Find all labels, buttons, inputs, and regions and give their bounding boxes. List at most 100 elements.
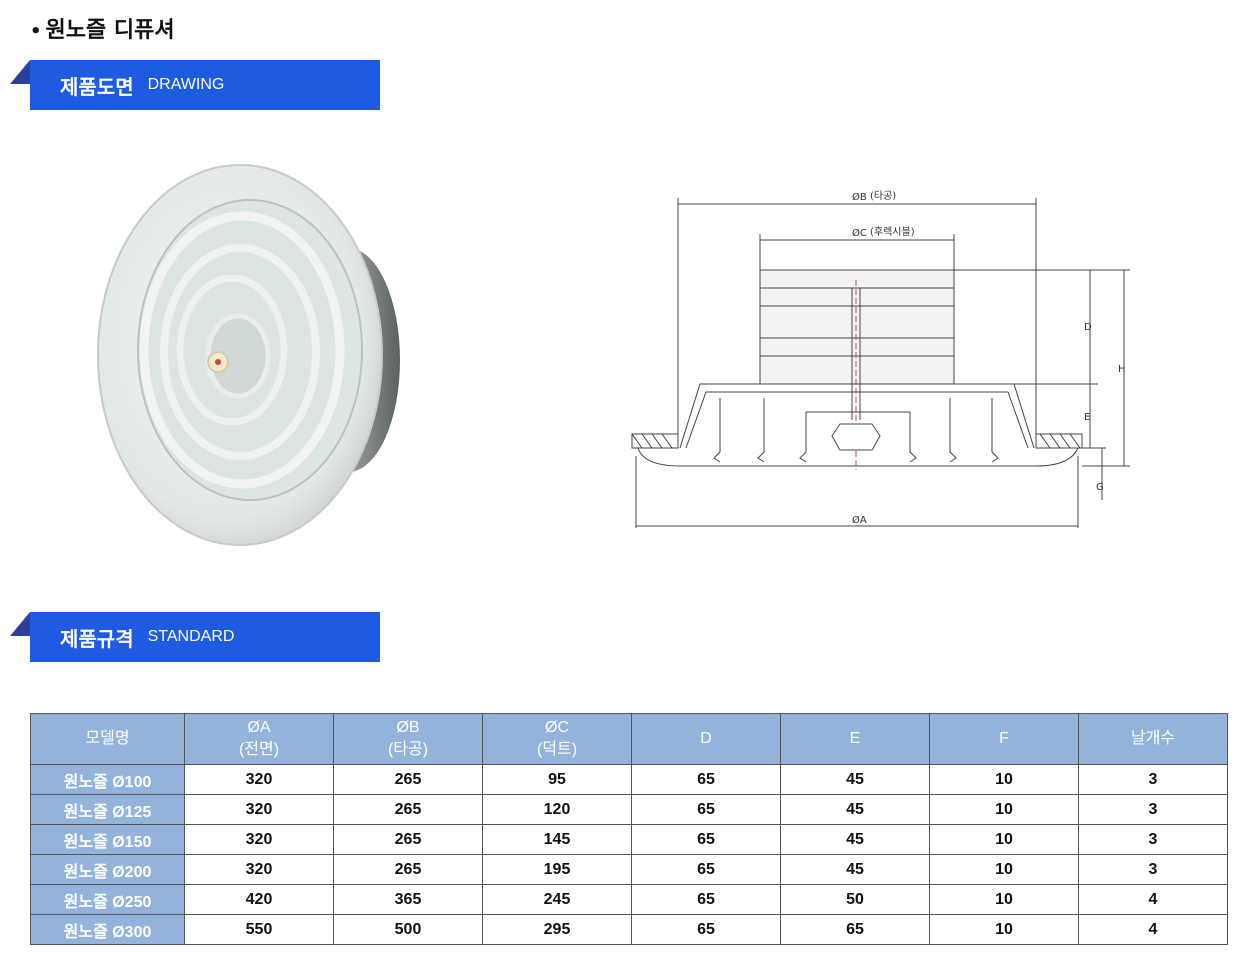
table-cell: 500 — [333, 914, 483, 945]
section-title-en: STANDARD — [147, 628, 235, 645]
table-cell: 65 — [780, 914, 930, 945]
table-cell: 50 — [780, 884, 930, 915]
column-header-label: F — [999, 730, 1009, 747]
table-cell: 320 — [184, 854, 334, 885]
column-header-label: 날개수 — [1130, 730, 1176, 747]
model-name-cell: 원노즐 Ø150 — [30, 824, 185, 855]
dim-note-b: (타공) — [870, 190, 896, 202]
table-cell: 3 — [1078, 764, 1228, 795]
dim-label-h: H — [1118, 364, 1126, 375]
section-tab-standard: 제품규격 STANDARD — [10, 612, 380, 662]
section-title-ko: 제품규격 — [60, 626, 134, 651]
table-cell: 295 — [482, 914, 632, 945]
column-header: E — [780, 713, 930, 765]
table-cell: 65 — [631, 794, 781, 825]
title-text: 원노즐 디퓨셔 — [45, 18, 175, 43]
table-cell: 365 — [333, 884, 483, 915]
table-header-row: 모델명 ØA (전면) ØB (타공) ØC (덕트) D E F 날개수 — [30, 713, 1228, 765]
table-cell: 65 — [631, 884, 781, 915]
tab-fold-decoration — [10, 60, 30, 84]
table-cell: 120 — [482, 794, 632, 825]
center-hub — [205, 313, 271, 399]
table-cell: 10 — [929, 764, 1079, 795]
column-header-label: ØA — [247, 719, 271, 736]
ring-2 — [160, 244, 320, 460]
dim-label-e: E — [1084, 412, 1090, 423]
table-cell: 265 — [333, 854, 483, 885]
table-cell: 4 — [1078, 884, 1228, 915]
table-cell: 265 — [333, 824, 483, 855]
column-header-note: (덕트) — [536, 741, 578, 758]
table-cell: 245 — [482, 884, 632, 915]
table-cell: 65 — [631, 854, 781, 885]
table-cell: 195 — [482, 854, 632, 885]
column-header-label: ØB — [396, 719, 420, 736]
table-cell: 45 — [780, 764, 930, 795]
model-name-cell: 원노즐 Ø125 — [30, 794, 185, 825]
column-header-label: E — [849, 730, 861, 747]
table-cell: 65 — [631, 914, 781, 945]
table-cell: 320 — [184, 824, 334, 855]
column-header-label: ØC — [545, 719, 569, 736]
table-cell: 320 — [184, 764, 334, 795]
dim-label-d: D — [1084, 322, 1092, 333]
table-cell: 10 — [929, 884, 1079, 915]
table-cell: 3 — [1078, 854, 1228, 885]
dim-label-b: ØB — [852, 191, 867, 203]
table-cell: 45 — [780, 854, 930, 885]
table-cell: 65 — [631, 764, 781, 795]
column-header: ØB (타공) — [333, 713, 483, 765]
section-title-ko: 제품도면 — [60, 74, 134, 99]
technical-drawing: ØB (타공) ØC (후렉시블) ØA D E H G — [631, 190, 1130, 528]
table-cell: 45 — [780, 824, 930, 855]
column-header-note: (타공) — [387, 741, 429, 758]
section-title-en: DRAWING — [147, 76, 225, 93]
column-header: 모델명 — [30, 713, 185, 765]
column-header: D — [631, 713, 781, 765]
ring-3 — [176, 274, 288, 426]
table-cell: 45 — [780, 794, 930, 825]
title-bullet: • — [30, 21, 42, 42]
table-cell: 10 — [929, 794, 1079, 825]
dim-label-g: G — [1096, 482, 1104, 493]
model-name-cell: 원노즐 Ø100 — [30, 764, 185, 795]
model-name-cell: 원노즐 Ø300 — [30, 914, 185, 945]
table-cell: 420 — [184, 884, 334, 915]
table-cell: 265 — [333, 794, 483, 825]
table-cell: 10 — [929, 824, 1079, 855]
column-header: F — [929, 713, 1079, 765]
table-cell: 145 — [482, 824, 632, 855]
table-cell: 4 — [1078, 914, 1228, 945]
page-title: •원노즐 디퓨셔 — [30, 12, 175, 44]
table-cell: 320 — [184, 794, 334, 825]
column-header: ØA (전면) — [184, 713, 334, 765]
tab-fold-decoration — [10, 612, 30, 636]
table-cell: 95 — [482, 764, 632, 795]
product-photo — [97, 164, 400, 546]
table-cell: 265 — [333, 764, 483, 795]
column-header: 날개수 — [1078, 713, 1228, 765]
table-cell: 65 — [631, 824, 781, 855]
model-name-cell: 원노즐 Ø200 — [30, 854, 185, 885]
table-cell: 3 — [1078, 824, 1228, 855]
table-cell: 550 — [184, 914, 334, 945]
center-dot — [215, 359, 221, 365]
table-cell: 10 — [929, 914, 1079, 945]
dim-note-c: (후렉시블) — [870, 226, 915, 238]
dim-label-a: ØA — [852, 514, 867, 526]
column-header-label: D — [700, 730, 712, 747]
ring-1 — [139, 211, 345, 489]
model-name-cell: 원노즐 Ø250 — [30, 884, 185, 915]
column-header-note: (전면) — [238, 741, 280, 758]
table-cell: 3 — [1078, 794, 1228, 825]
dim-label-c: ØC — [852, 227, 867, 239]
column-header-label: 모델명 — [85, 730, 130, 747]
table-cell: 10 — [929, 854, 1079, 885]
